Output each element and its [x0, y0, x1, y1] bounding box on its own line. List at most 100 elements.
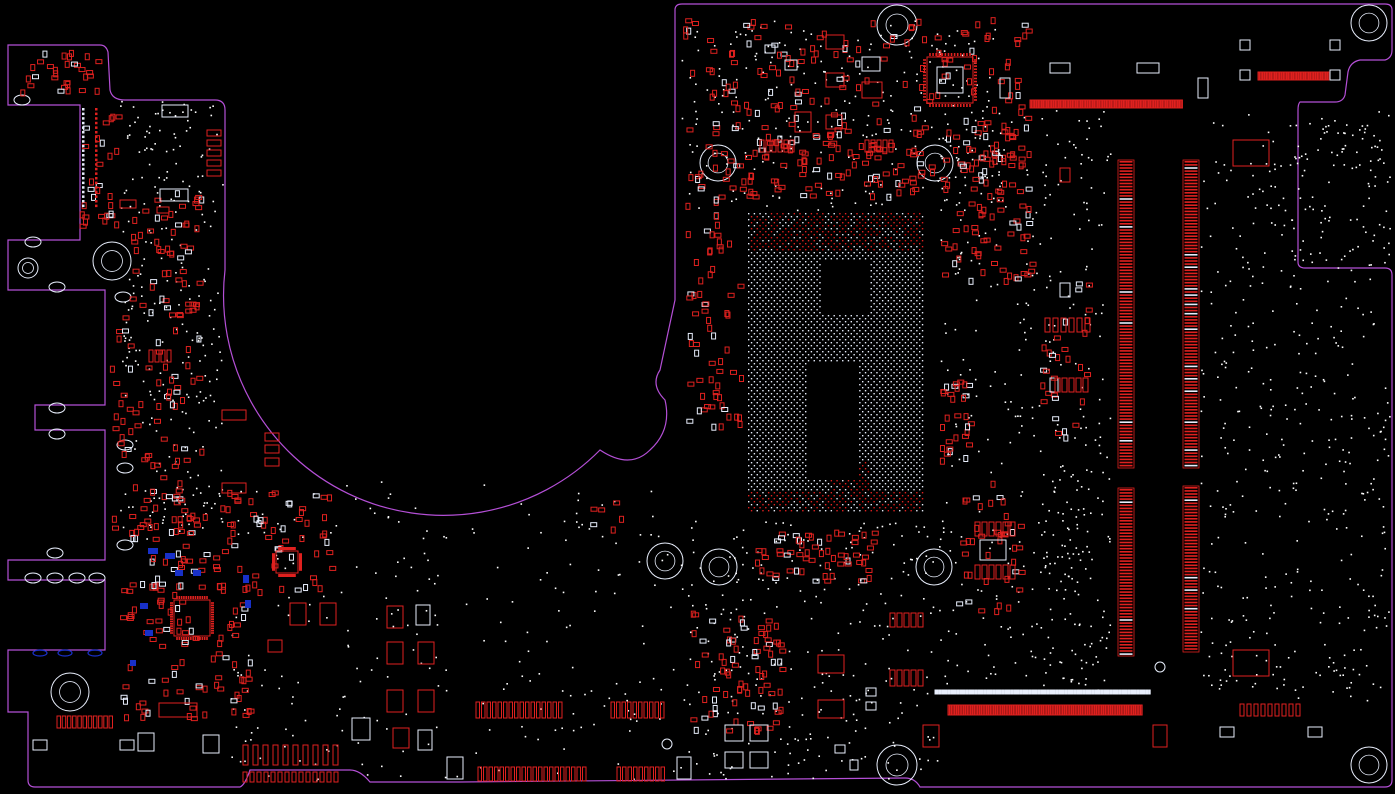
bga-pad [807, 234, 810, 236]
bga-pad [782, 333, 784, 335]
bga-pad [836, 246, 838, 248]
bga-pad [793, 249, 795, 251]
bga-pad [765, 501, 767, 503]
passive-component [175, 277, 183, 283]
bga-pad [896, 303, 898, 305]
bga-pad [844, 237, 847, 239]
bga-pad [756, 252, 758, 254]
bga-pad [907, 465, 909, 467]
via [1250, 162, 1252, 165]
bga-pad [850, 495, 852, 497]
bga-pad [842, 228, 844, 230]
via [203, 221, 206, 223]
bga-pad [867, 507, 870, 509]
bga-pad [881, 228, 884, 230]
bga-pad [799, 261, 801, 263]
bga-pad [810, 297, 813, 299]
bga-pad [856, 333, 858, 335]
bga-pad [893, 474, 895, 476]
bga-pad [893, 354, 895, 356]
bga-pad [919, 501, 921, 503]
passive-component [159, 295, 165, 303]
bga-pad [864, 402, 867, 404]
bga-pad [810, 489, 813, 491]
via [1291, 219, 1293, 221]
bga-pad [859, 222, 861, 224]
via [153, 497, 155, 500]
bga-pad [753, 369, 756, 371]
via [1103, 111, 1105, 113]
via [182, 515, 184, 518]
via [210, 114, 213, 117]
bga-pad [793, 393, 795, 395]
bga-pad [919, 477, 921, 479]
bga-pad [793, 429, 795, 431]
passive-component [138, 401, 144, 409]
via [189, 476, 192, 479]
via [850, 541, 852, 544]
via [1255, 674, 1258, 676]
via [1031, 417, 1034, 420]
bga-pad [799, 501, 801, 503]
bga-pad [896, 285, 898, 287]
via [132, 285, 135, 287]
bga-pad [762, 312, 764, 314]
bga-pad [813, 324, 815, 326]
bga-pad [864, 216, 867, 218]
bga-pad [796, 348, 798, 350]
via [1234, 334, 1237, 336]
bga-pad [870, 264, 872, 266]
bga-pad [836, 240, 838, 242]
bga-pad [887, 312, 890, 314]
bga-pad [790, 348, 793, 350]
bga-pad [782, 435, 784, 437]
bga-pad [881, 276, 884, 278]
bga-pad [904, 492, 907, 494]
bga-pad [762, 360, 764, 362]
bga-pad [813, 486, 815, 488]
via [1072, 474, 1074, 476]
via [1373, 478, 1375, 480]
bga-pad [750, 216, 753, 218]
bga-pad [750, 312, 753, 314]
bga-pad [890, 477, 892, 479]
via [725, 669, 728, 672]
bga-pad [916, 252, 918, 254]
via [1382, 526, 1385, 528]
bga-pad [793, 423, 795, 425]
passive-component [120, 615, 128, 621]
via [1102, 500, 1104, 503]
passive-component [108, 202, 114, 210]
via [735, 31, 737, 33]
via [788, 726, 791, 728]
via [198, 337, 200, 340]
bga-pad [807, 348, 810, 350]
bga-pad [807, 258, 810, 260]
via [926, 692, 929, 695]
bga-pad [839, 345, 841, 347]
via [725, 777, 727, 780]
via [1095, 312, 1097, 315]
via [1067, 552, 1069, 555]
via [986, 176, 989, 179]
bga-pad [787, 351, 790, 353]
passive-component [95, 187, 101, 195]
via [745, 67, 748, 69]
via [147, 320, 149, 322]
bga-pad [884, 369, 887, 371]
bga-pad [919, 351, 921, 353]
bga-pad [799, 381, 801, 383]
via [428, 667, 431, 670]
bga-pad [856, 339, 858, 341]
via [213, 308, 216, 311]
bga-pad [870, 282, 872, 284]
bga-pad [904, 342, 907, 344]
passive-component [53, 70, 59, 78]
bga-pad [921, 384, 924, 386]
via [848, 588, 851, 590]
via [142, 421, 144, 424]
via [1219, 679, 1222, 682]
bga-pad [779, 336, 781, 338]
via [942, 531, 945, 534]
